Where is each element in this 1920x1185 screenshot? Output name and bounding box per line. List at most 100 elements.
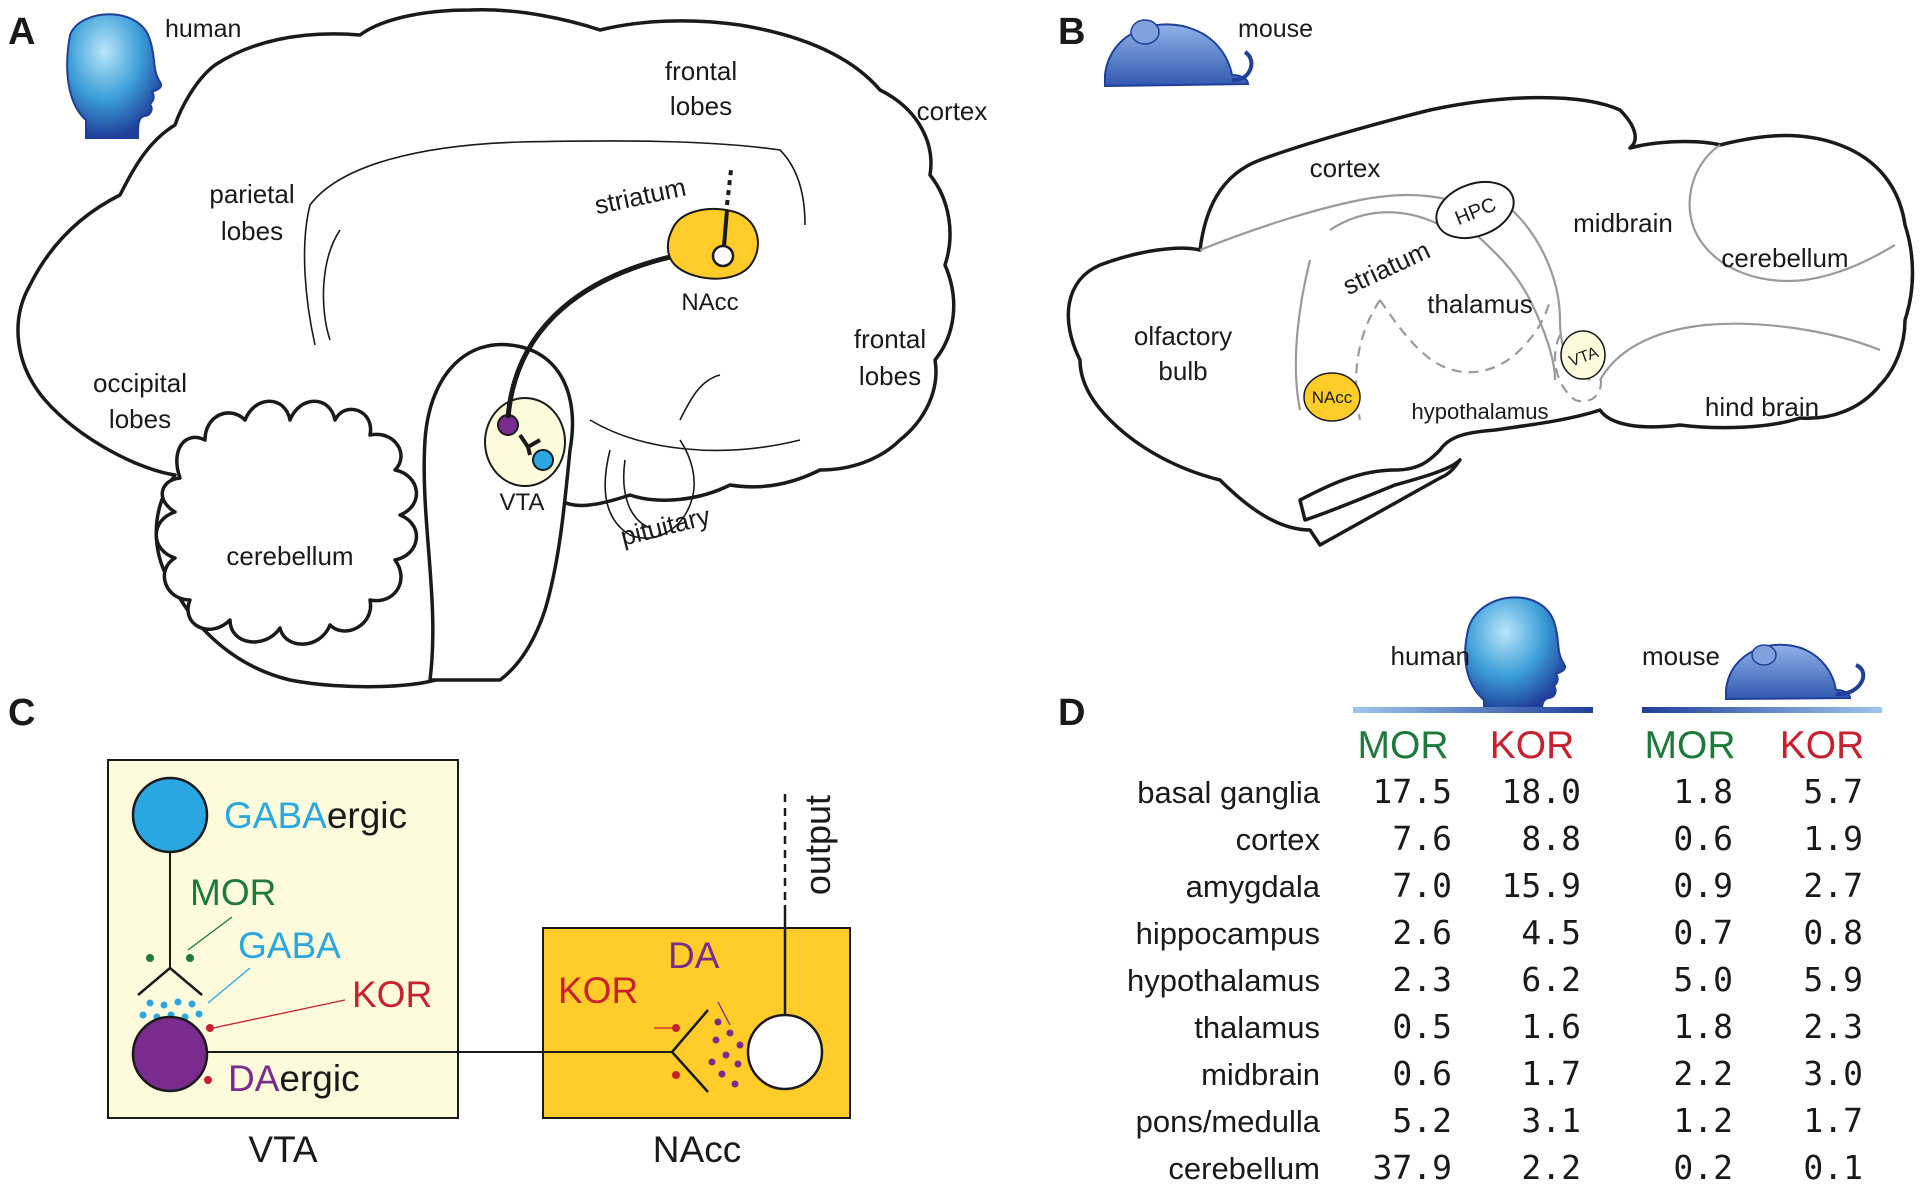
nacc-region-a: [666, 208, 759, 280]
kor-receptor-nacc-2: [672, 1071, 680, 1079]
row-value-cell: 6.2: [1521, 960, 1581, 999]
row-region-label: basal ganglia: [1137, 775, 1320, 810]
mouse-label-hindbrain: hind brain: [1705, 392, 1819, 422]
frontal-lower-contour: [589, 374, 801, 452]
row-value-cell: 1.6: [1521, 1007, 1581, 1046]
mouse-label-nacc: NAcc: [1312, 388, 1353, 407]
mouse-icon: [1104, 19, 1254, 88]
human-label-a: human: [165, 15, 241, 43]
label-frontal-side-lobes: lobes: [859, 361, 921, 391]
mouse-label-cerebellum: cerebellum: [1721, 243, 1848, 273]
row-value-cell: 2.3: [1803, 1007, 1863, 1046]
table-row: hypothalamus 2.3 6.2 5.0 5.9: [1127, 960, 1863, 999]
da-ergic-label: DAergic: [228, 1058, 360, 1099]
vta-box-label: VTA: [248, 1129, 318, 1170]
vta-gaba-neuron: [532, 449, 554, 471]
row-value-cell: 5.9: [1803, 960, 1863, 999]
panel-label-d: D: [1058, 692, 1085, 734]
panel-b: B mouse cortex HPC midbrain cerebellum s: [1058, 11, 1915, 547]
mouse-column-bar: [1642, 707, 1882, 713]
gaba-ergic-prefix: GABA: [224, 795, 327, 836]
row-value-cell: 2.3: [1392, 960, 1452, 999]
label-frontal-side: frontal: [854, 324, 926, 354]
row-value-cell: 2.2: [1673, 1054, 1733, 1093]
human-head-icon: [66, 13, 162, 139]
kor-vta-label: KOR: [352, 974, 432, 1015]
label-parietal-lobes: lobes: [221, 216, 283, 246]
gaba-label-c: GABA: [238, 925, 341, 966]
mouse-label-olfactory: olfactory: [1134, 321, 1232, 351]
label-nacc-a: NAcc: [681, 289, 738, 316]
da-vesicles: [708, 1018, 744, 1088]
mouse-label-b: mouse: [1238, 15, 1313, 43]
row-value-cell: 0.6: [1673, 819, 1733, 858]
row-value-cell: 2.6: [1392, 913, 1452, 952]
da-neuron: [131, 1015, 209, 1093]
row-value-cell: 5.2: [1392, 1101, 1452, 1140]
mouse-striatum-border: [1294, 211, 1441, 411]
label-cortex-a: cortex: [917, 96, 988, 126]
output-label: output: [797, 795, 838, 895]
kor-vta-leader: [212, 999, 346, 1029]
row-value-cell: 0.9: [1673, 866, 1733, 905]
panel-d: D human mouse MOR KOR MOR KOR basal gang…: [1058, 596, 1882, 1185]
mouse-hpc-region: [1435, 180, 1515, 240]
human-head-icon-d: [1464, 596, 1566, 713]
kor-receptor-da-1: [206, 1024, 214, 1032]
label-cerebellum-a: cerebellum: [226, 541, 353, 571]
label-vta-a: VTA: [500, 489, 545, 516]
gaba-leader: [207, 967, 251, 1004]
mor-receptor-1: [146, 954, 154, 962]
row-value-cell: 1.7: [1521, 1054, 1581, 1093]
label-occipital: occipital: [93, 368, 187, 398]
pituitary-shape: [604, 439, 695, 539]
table-row: basal ganglia 17.5 18.0 1.8 5.7: [1137, 772, 1863, 811]
row-value-cell: 2.7: [1803, 866, 1863, 905]
col-header-mouse-mor: MOR: [1645, 724, 1736, 767]
mouse-hindbrain-border: [1599, 322, 1881, 381]
nacc-box-label: NAcc: [653, 1129, 741, 1170]
col-header-human-mor: MOR: [1358, 724, 1449, 767]
row-value-cell: 18.0: [1502, 772, 1581, 811]
mouse-cerebellum-border: [1688, 144, 1896, 282]
mesolimbic-projection: [505, 247, 706, 419]
row-value-cell: 17.5: [1373, 772, 1452, 811]
row-value-cell: 5.0: [1673, 960, 1733, 999]
row-value-cell: 1.9: [1803, 819, 1863, 858]
row-value-cell: 1.8: [1673, 1007, 1733, 1046]
mor-leader: [187, 916, 233, 951]
mouse-thalamus-dashed: [1379, 299, 1552, 374]
mor-receptor-2: [186, 954, 194, 962]
cerebellum-outline: [154, 399, 418, 646]
row-region-label: hypothalamus: [1127, 963, 1320, 998]
nacc-output-line-a: [722, 209, 729, 247]
row-value-cell: 4.5: [1521, 913, 1581, 952]
row-region-label: midbrain: [1201, 1057, 1320, 1092]
row-value-cell: 0.5: [1392, 1007, 1452, 1046]
row-value-cell: 1.8: [1673, 772, 1733, 811]
row-value-cell: 37.9: [1373, 1148, 1452, 1185]
label-frontal-top: frontal: [665, 56, 737, 86]
label-parietal: parietal: [209, 179, 294, 209]
row-value-cell: 5.7: [1803, 772, 1863, 811]
gaba-neuron: [131, 776, 209, 854]
row-value-cell: 3.0: [1803, 1054, 1863, 1093]
human-label-d: human: [1391, 641, 1471, 671]
mouse-icon-d: [1725, 643, 1866, 701]
gaba-terminal: [137, 966, 203, 996]
kor-nacc-label: KOR: [558, 970, 638, 1011]
row-value-cell: 0.1: [1803, 1148, 1863, 1185]
row-value-cell: 0.7: [1673, 913, 1733, 952]
label-occipital-lobes: lobes: [109, 404, 171, 434]
row-value-cell: 1.2: [1673, 1101, 1733, 1140]
row-region-label: amygdala: [1186, 869, 1321, 904]
panel-label-a: A: [8, 11, 35, 53]
da-label-c: DA: [668, 935, 720, 976]
panel-label-b: B: [1058, 11, 1085, 53]
